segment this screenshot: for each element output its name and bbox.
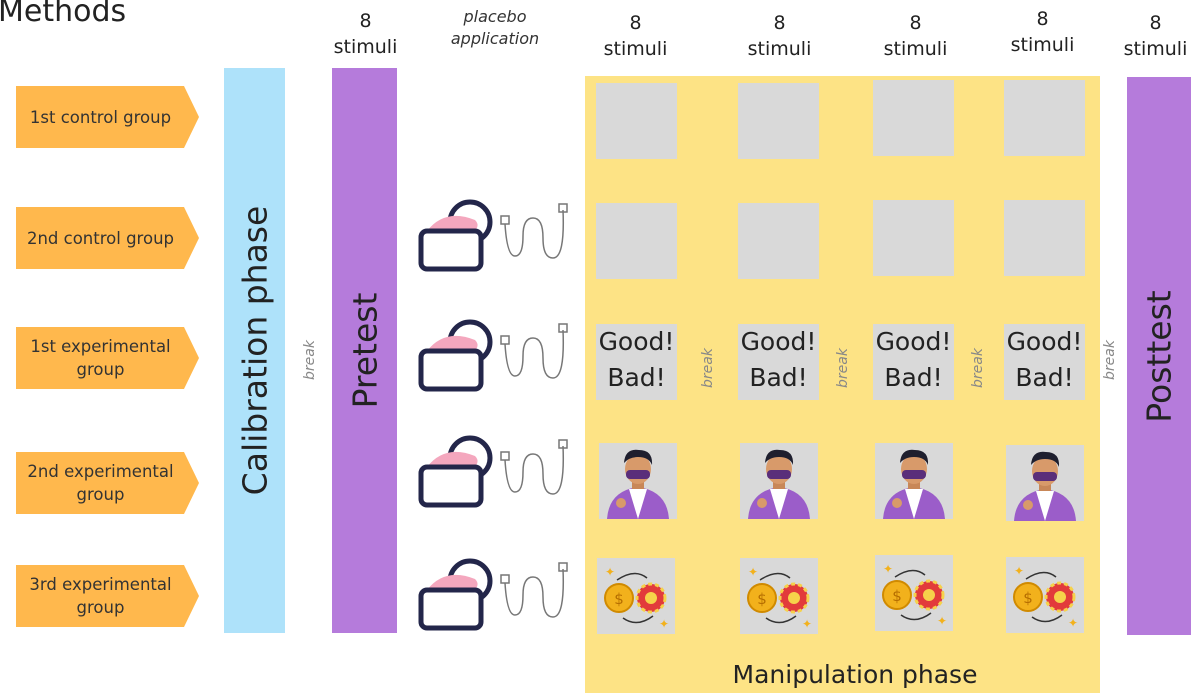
- feedback-good: Good!: [1006, 327, 1083, 356]
- header-placebo-line2: application: [450, 29, 540, 48]
- svg-text:✦: ✦: [802, 617, 812, 631]
- chips-coins-exchange-icon: $ ✦ ✦: [882, 562, 947, 628]
- chips-coins-exchange-icon: $ ✦ ✦: [604, 565, 669, 631]
- header-block4: 8 stimuli: [1005, 6, 1080, 58]
- feedback-box: Good! Bad!: [1004, 324, 1085, 400]
- svg-text:✦: ✦: [937, 614, 947, 628]
- avatar-icon: [883, 449, 945, 519]
- chips-stimulus-box: $ ✦ ✦: [597, 558, 675, 634]
- manipulation-phase-label: Manipulation phase: [732, 660, 978, 689]
- chips-coins-exchange-icon: $ ✦ ✦: [1013, 564, 1078, 630]
- header-pretest: 8 stimuli: [328, 8, 403, 60]
- chips-stimulus-box: $ ✦ ✦: [875, 555, 953, 631]
- chips-coins-exchange-icon: $ ✦ ✦: [747, 565, 812, 631]
- stimulus-box: [738, 203, 819, 279]
- svg-text:$: $: [614, 590, 624, 608]
- group-tag-2nd-control: 2nd control group: [16, 207, 199, 269]
- header-block2-unit: stimuli: [747, 38, 812, 60]
- page-title: Methods: [0, 0, 127, 29]
- feedback-bad: Bad!: [749, 363, 808, 392]
- svg-text:$: $: [757, 590, 767, 608]
- stimulus-box: [596, 83, 677, 159]
- feedback-good: Good!: [875, 327, 952, 356]
- header-block2-count: 8: [773, 12, 786, 34]
- stimulus-box: [596, 203, 677, 279]
- cream-jar-electrode-icon: [418, 319, 568, 392]
- stimulus-box: [1004, 200, 1085, 276]
- header-posttest-unit: stimuli: [1123, 38, 1188, 60]
- pretest-label: Pretest: [345, 292, 384, 409]
- avatar-stimulus-box: [599, 443, 677, 519]
- header-block4-count: 8: [1036, 8, 1049, 30]
- break-label: break: [970, 348, 986, 388]
- svg-text:✦: ✦: [748, 565, 758, 579]
- header-block3-count: 8: [909, 12, 922, 34]
- calibration-phase-bar: Calibration phase: [224, 68, 285, 633]
- break-label: break: [302, 340, 318, 380]
- break-label: break: [835, 348, 851, 388]
- header-block1: 8 stimuli: [598, 10, 673, 62]
- posttest-bar: Posttest: [1127, 77, 1191, 635]
- group-tag-3rd-experimental: 3rd experimental group: [16, 565, 199, 627]
- group-label-line2: group: [76, 485, 125, 504]
- posttest-label: Posttest: [1139, 289, 1179, 423]
- group-label-line1: 3rd experimental: [29, 575, 172, 594]
- group-tag-1st-control: 1st control group: [16, 86, 199, 148]
- group-label-line1: 2nd experimental: [27, 462, 174, 481]
- cream-jar-electrode-icon: [418, 435, 568, 508]
- svg-text:✦: ✦: [605, 565, 615, 579]
- avatar-stimulus-box: [1006, 445, 1084, 521]
- header-posttest-count: 8: [1149, 12, 1162, 34]
- stimulus-box: [1004, 80, 1085, 156]
- avatar-icon: [607, 449, 669, 519]
- svg-text:$: $: [1023, 589, 1033, 607]
- header-block1-count: 8: [629, 12, 642, 34]
- chips-stimulus-box: $ ✦ ✦: [740, 558, 818, 634]
- stimulus-box: [873, 200, 954, 276]
- break-label: break: [700, 348, 716, 388]
- header-placebo: placebo application: [440, 6, 550, 50]
- group-label-line1: 1st control group: [29, 107, 172, 127]
- feedback-good: Good!: [598, 327, 675, 356]
- svg-text:✦: ✦: [1014, 564, 1024, 578]
- header-posttest: 8 stimuli: [1118, 10, 1191, 62]
- calibration-phase-label: Calibration phase: [235, 205, 274, 496]
- group-tag-1st-experimental: 1st experimental group: [16, 327, 199, 389]
- svg-text:✦: ✦: [1068, 616, 1078, 630]
- group-tag-2nd-experimental: 2nd experimental group: [16, 452, 199, 514]
- break-label: break: [1102, 340, 1118, 380]
- header-block3: 8 stimuli: [878, 10, 953, 62]
- svg-text:✦: ✦: [659, 617, 669, 631]
- svg-text:$: $: [892, 587, 902, 605]
- header-block4-unit: stimuli: [1010, 34, 1075, 56]
- group-label-line1: 2nd control group: [26, 228, 175, 248]
- feedback-box: Good! Bad!: [873, 324, 954, 400]
- feedback-box: Good! Bad!: [738, 324, 819, 400]
- header-block1-unit: stimuli: [603, 38, 668, 60]
- feedback-bad: Bad!: [1015, 363, 1074, 392]
- chips-stimulus-box: $ ✦ ✦: [1006, 557, 1084, 633]
- header-block2: 8 stimuli: [742, 10, 817, 62]
- avatar-icon: [1014, 451, 1076, 521]
- feedback-bad: Bad!: [884, 363, 943, 392]
- stimulus-box: [738, 83, 819, 159]
- group-label-line2: group: [76, 360, 125, 379]
- header-pretest-count: 8: [359, 10, 372, 32]
- avatar-icon: [748, 449, 810, 519]
- avatar-stimulus-box: [875, 443, 953, 519]
- header-block3-unit: stimuli: [883, 38, 948, 60]
- header-pretest-unit: stimuli: [333, 36, 398, 58]
- avatar-stimulus-box: [740, 443, 818, 519]
- stimulus-box: [873, 80, 954, 156]
- pretest-bar: Pretest: [332, 68, 397, 633]
- cream-jar-electrode-icon: [418, 199, 568, 272]
- feedback-bad: Bad!: [607, 363, 666, 392]
- feedback-box: Good! Bad!: [596, 324, 677, 400]
- group-label-line2: group: [76, 598, 125, 617]
- feedback-good: Good!: [740, 327, 817, 356]
- group-label-line1: 1st experimental: [30, 337, 171, 356]
- cream-jar-electrode-icon: [418, 558, 568, 631]
- svg-text:✦: ✦: [883, 562, 893, 576]
- header-placebo-line1: placebo: [463, 7, 527, 26]
